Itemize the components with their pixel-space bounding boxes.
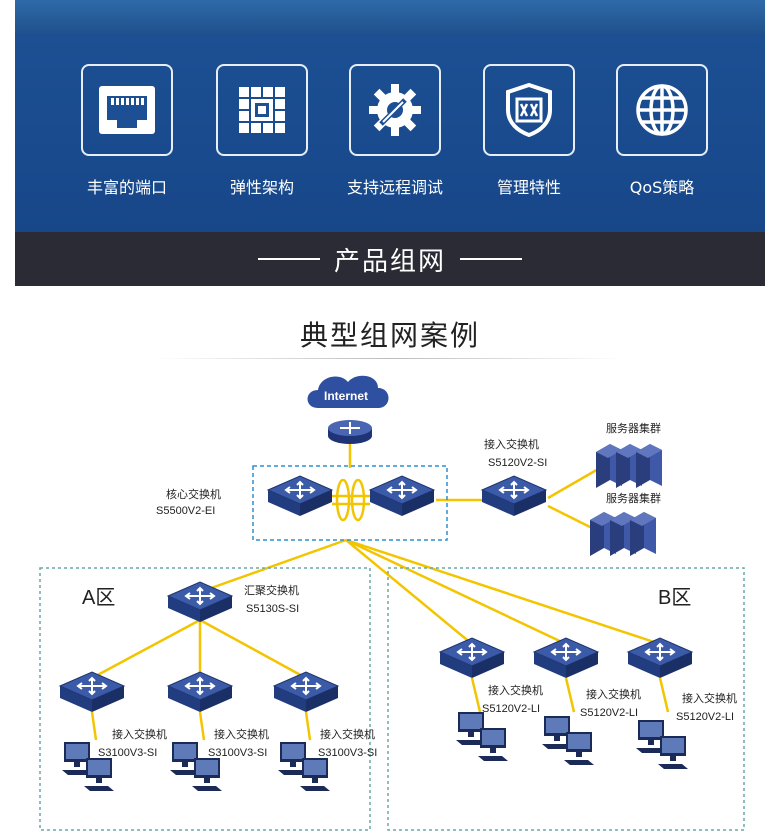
case-title: 典型组网案例 xyxy=(299,319,480,352)
core-switch-model: S5500V2-EI xyxy=(156,505,215,517)
feature-remote-debug: 支持远程调试 xyxy=(347,64,443,198)
core-box xyxy=(252,465,448,541)
pc-icon xyxy=(456,712,508,761)
access-switch-icon xyxy=(627,637,693,679)
cloud-icon: Internet xyxy=(307,375,389,408)
zone-b-label: B区 xyxy=(658,587,691,609)
ethernet-port-icon xyxy=(81,64,173,156)
feature-label: 丰富的端口 xyxy=(86,178,167,197)
aggregation-switch-model: S5130S-SI xyxy=(246,603,299,615)
feature-label: 支持远程调试 xyxy=(346,178,443,197)
core-switch-name: 核心交换机 xyxy=(166,487,221,501)
access-switch-name: 接入交换机 xyxy=(484,437,539,451)
feature-label: 弹性架构 xyxy=(229,178,294,197)
server-cluster-label: 服务器集群 xyxy=(606,421,661,435)
feature-qos: QoS策略 xyxy=(615,64,709,198)
zone-a-label: A区 xyxy=(82,587,115,609)
access-switch-icon xyxy=(533,637,599,679)
access-switch-model: S5120V2-SI xyxy=(488,457,547,469)
access-switch-icon xyxy=(167,671,233,713)
access-switch-icon xyxy=(59,671,125,713)
title-underline xyxy=(155,358,625,359)
access-switch-icon xyxy=(481,475,547,517)
core-switch-icon xyxy=(267,475,333,517)
network-links xyxy=(90,438,670,741)
access-switch-name: 接入交换机 xyxy=(320,727,375,741)
server-cluster-icon xyxy=(590,512,656,556)
feature-label: QoS策略 xyxy=(629,178,695,197)
access-switch-icon xyxy=(439,637,505,679)
core-switch-icon xyxy=(369,475,435,517)
access-switch-model: S3100V3-SI xyxy=(208,747,267,759)
divider-line xyxy=(257,258,320,260)
feature-management: 管理特性 xyxy=(482,64,576,198)
shield-icon xyxy=(483,64,575,156)
access-switch-model: S5120V2-LI xyxy=(580,707,638,719)
access-switch-name: 接入交换机 xyxy=(488,683,543,697)
access-switch-model: S5120V2-LI xyxy=(482,703,540,715)
access-switch-name: 接入交换机 xyxy=(112,727,167,741)
access-switch-model: S5120V2-LI xyxy=(676,711,734,723)
access-switch-model: S3100V3-SI xyxy=(98,747,157,759)
access-switch-name: 接入交换机 xyxy=(214,727,269,741)
gear-wrench-icon xyxy=(349,64,441,156)
link-aggregation-icon xyxy=(332,478,370,522)
grid-architecture-icon xyxy=(216,64,308,156)
pc-icon xyxy=(542,716,594,765)
internet-label: Internet xyxy=(324,389,368,403)
feature-architecture: 弹性架构 xyxy=(215,64,309,198)
globe-icon xyxy=(616,64,708,156)
access-switch-icon xyxy=(273,671,339,713)
aggregation-switch-icon xyxy=(167,581,233,623)
aggregation-switch-name: 汇聚交换机 xyxy=(244,583,299,597)
feature-label: 管理特性 xyxy=(496,178,561,197)
zone-a-box xyxy=(39,567,371,831)
access-switch-name: 接入交换机 xyxy=(682,691,737,705)
divider-line xyxy=(460,258,522,260)
section-header: 产品组网 xyxy=(15,232,765,286)
server-cluster-icon xyxy=(596,444,662,488)
network-topology-diagram: Internet 核心交换机 S5500V2-EI 接入交换机 S5120V2-… xyxy=(39,375,745,831)
pc-icon xyxy=(636,720,688,769)
zone-b-box xyxy=(387,567,745,831)
top-strip xyxy=(15,0,765,36)
server-cluster-label: 服务器集群 xyxy=(606,491,661,505)
feature-ports: 丰富的端口 xyxy=(80,64,174,198)
access-switch-model: S3100V3-SI xyxy=(318,747,377,759)
router-icon xyxy=(328,420,372,444)
section-title: 产品组网 xyxy=(333,246,446,277)
access-switch-name: 接入交换机 xyxy=(586,687,641,701)
feature-banner: 丰富的端口 弹性架构 支持远程调试 管理特性 QoS策略 xyxy=(15,36,765,232)
